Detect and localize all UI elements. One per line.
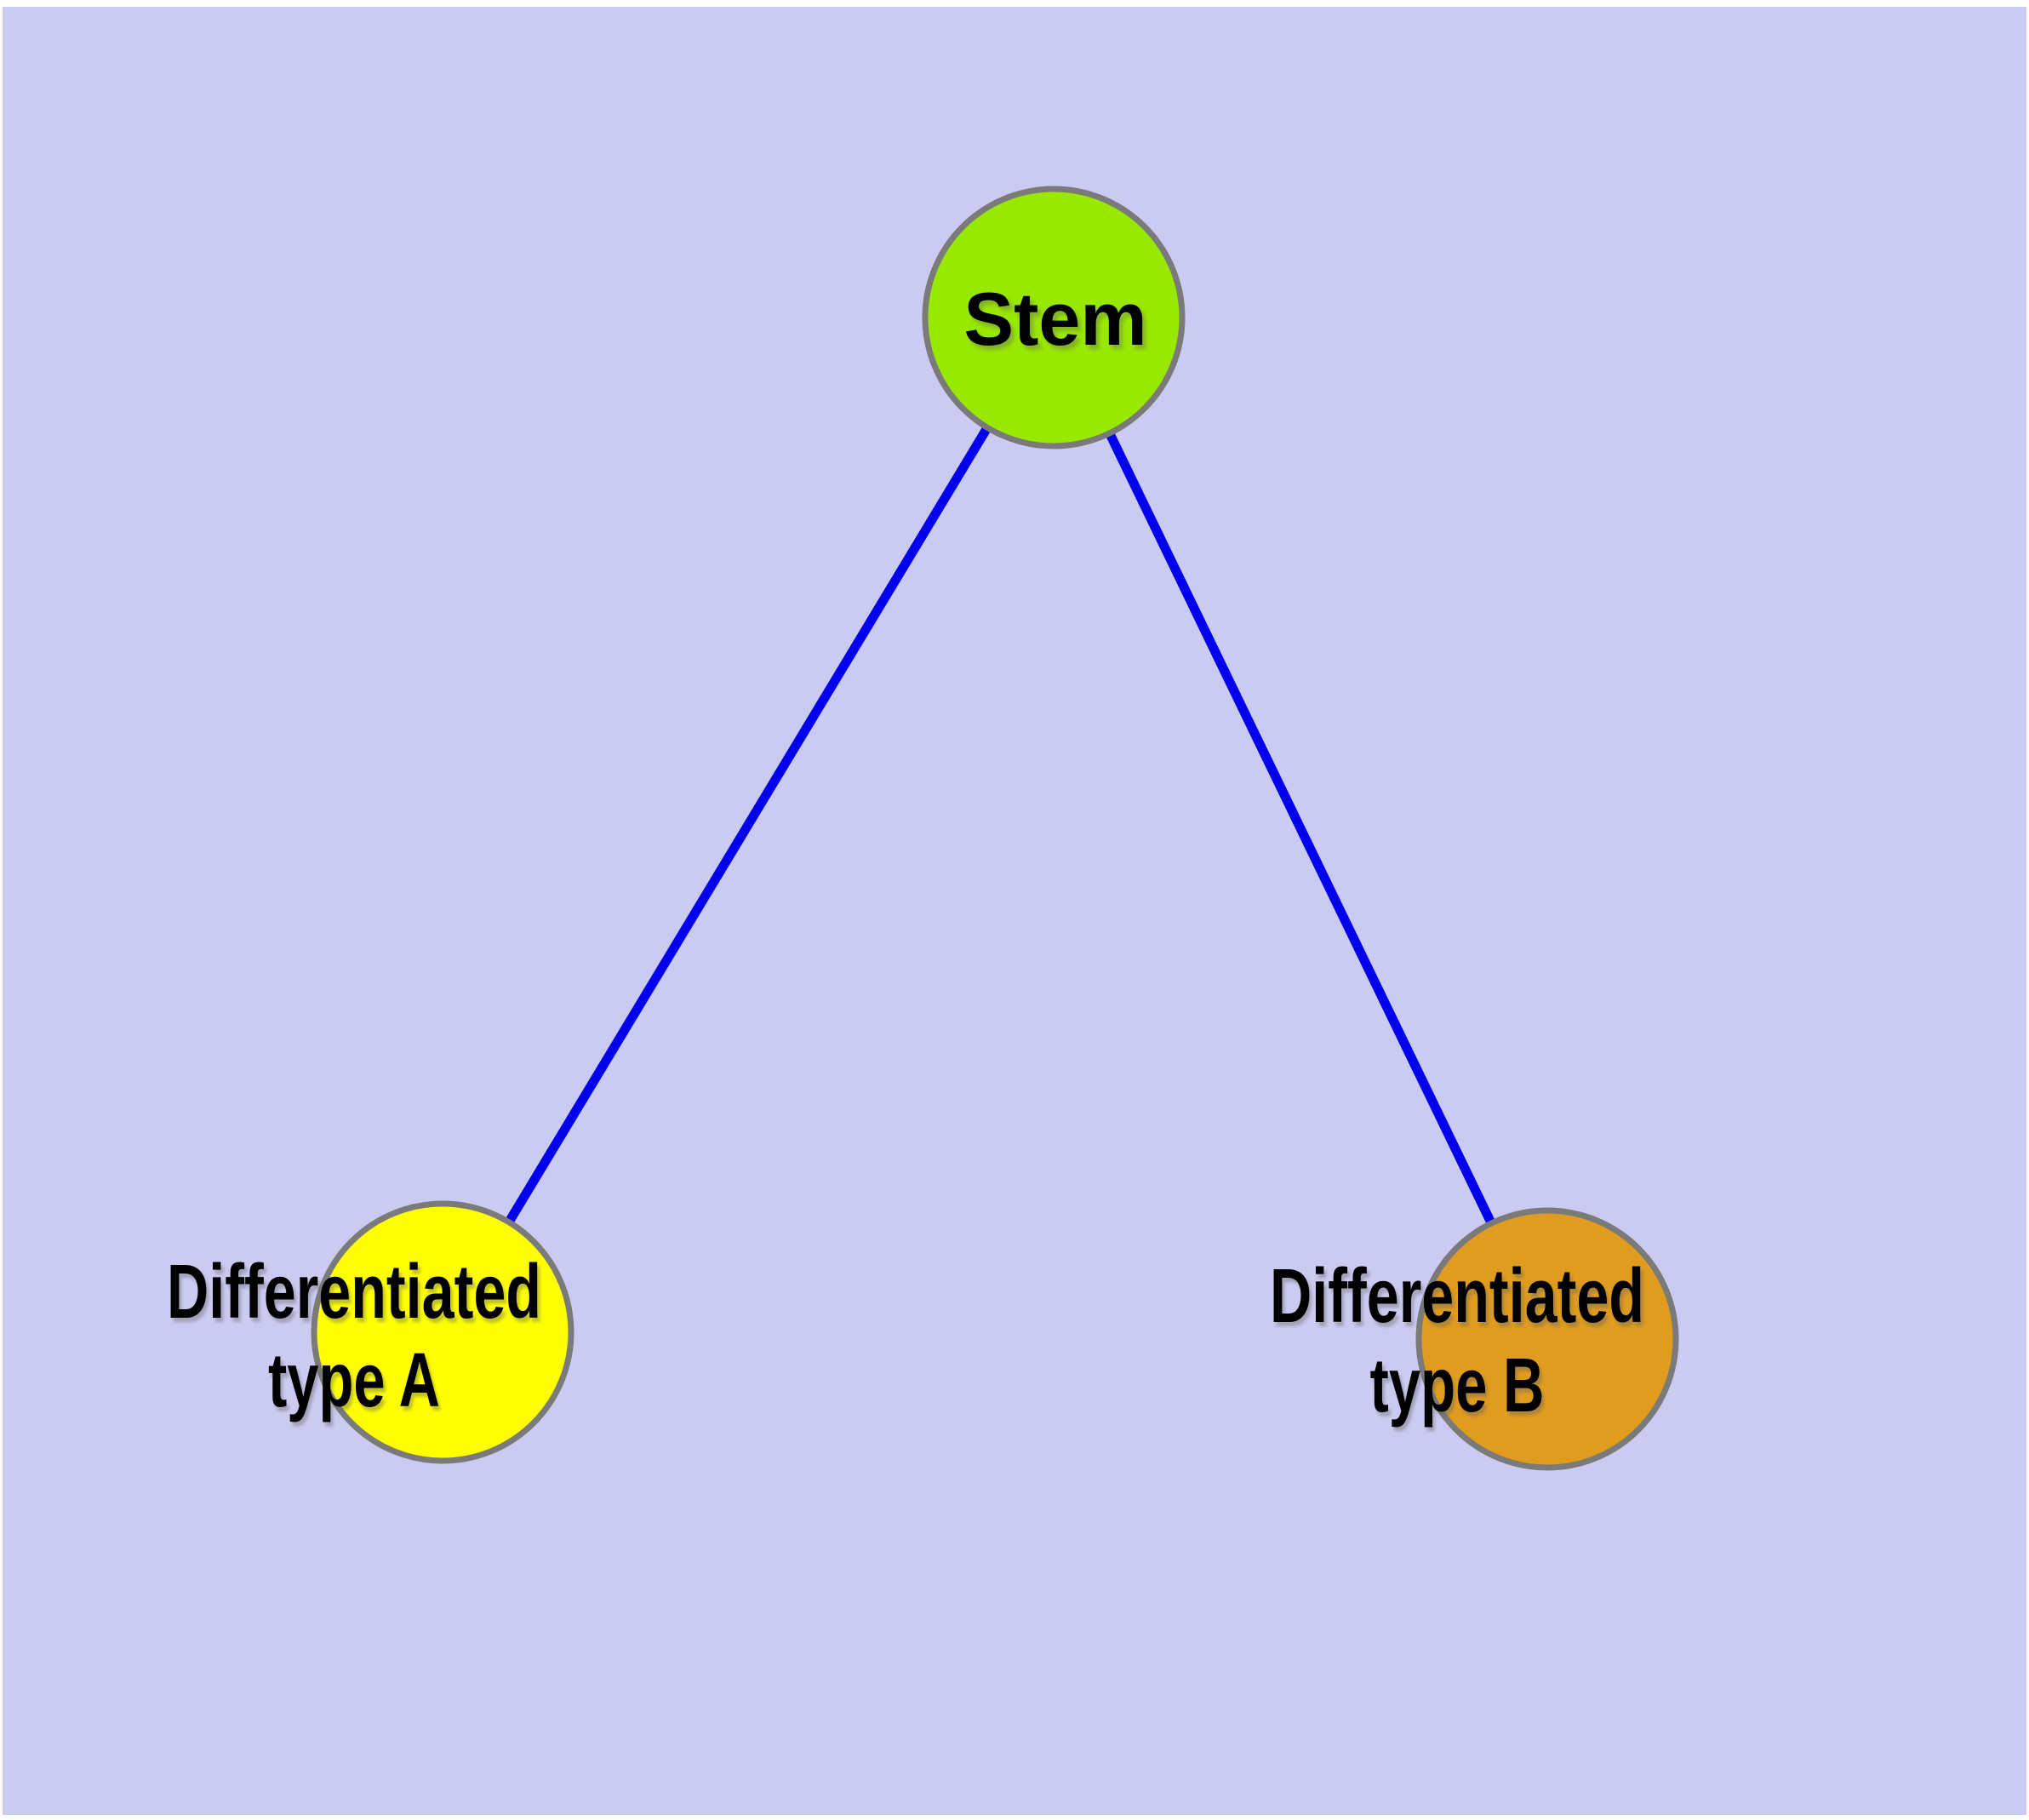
type-a-label-line1: Differentiated [167, 1250, 541, 1335]
edge-stem-to-type-a [438, 315, 1058, 1335]
label-layer: Stem Differentiated type A Differentiate… [167, 277, 1644, 1428]
type-b-label-line1: Differentiated [1270, 1254, 1644, 1339]
node-type-a-circle [311, 1200, 574, 1464]
stem-label: Stem [963, 277, 1146, 361]
node-type-b-circle [1415, 1207, 1679, 1471]
type-b-label-line2: type B [1370, 1343, 1545, 1428]
edge-stem-to-type-b [1049, 315, 1552, 1342]
node-layer [311, 186, 1679, 1471]
type-a-label-line2: type A [268, 1338, 440, 1423]
node-stem-circle [922, 186, 1186, 449]
edge-layer [438, 315, 1552, 1342]
